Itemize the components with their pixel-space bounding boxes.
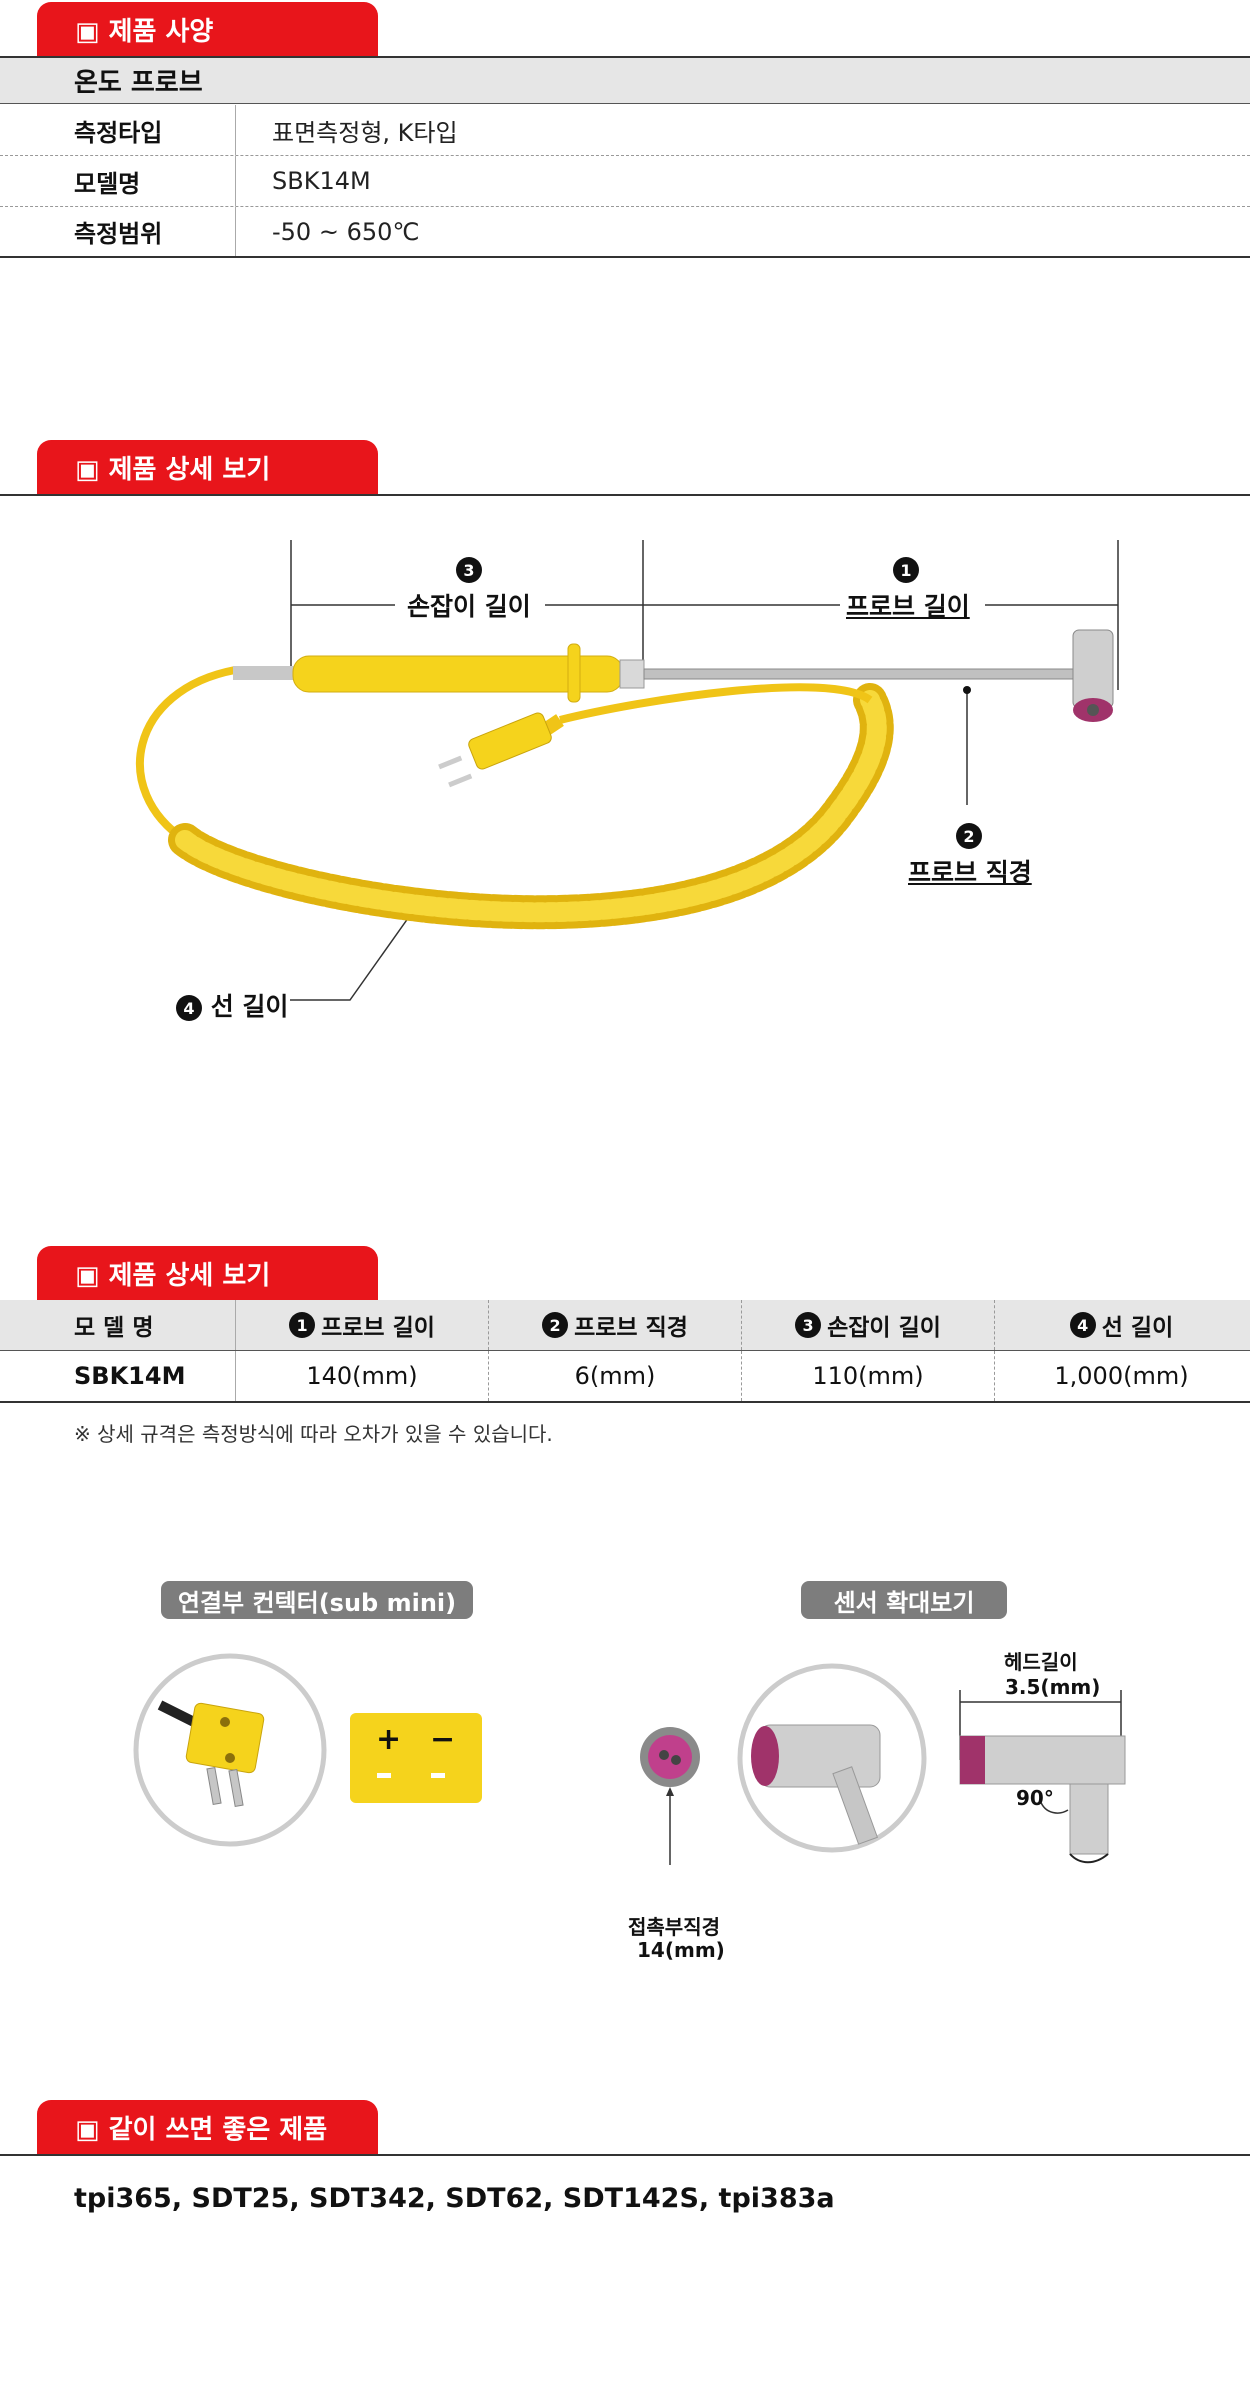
cell-handle-length: 110(mm)	[742, 1351, 995, 1401]
num-badge: 2	[542, 1312, 569, 1338]
num-badge: 3	[795, 1312, 822, 1338]
head-length-label: 헤드길이	[1004, 1650, 1078, 1674]
header-text: 프로브 직경	[574, 1315, 688, 1341]
detail-table-row: SBK14M 140(mm) 6(mm) 110(mm) 1,000(mm)	[0, 1351, 1250, 1403]
probe-length-label: 프로브 길이	[846, 592, 970, 621]
detail-section-tab: ▣ 제품 상세 보기	[37, 440, 378, 494]
coiled-cable	[136, 666, 894, 930]
spec-row-type: 측정타입 표면측정형, K타입	[0, 105, 1250, 156]
spec-section-line	[0, 56, 1250, 58]
plus-sign: +	[376, 1722, 402, 1757]
sensor-title: 센서 확대보기	[801, 1581, 1007, 1619]
header-text: 선 길이	[1101, 1315, 1174, 1341]
spec-section-tab: ▣ 제품 사양	[37, 2, 378, 56]
mini-connector	[438, 712, 564, 788]
spec-row-model: 모델명 SBK14M	[0, 156, 1250, 207]
header-text: 손잡이 길이	[827, 1315, 941, 1341]
connector-title: 연결부 컨텍터(sub mini)	[161, 1581, 473, 1619]
spec-key: 모델명	[0, 156, 236, 206]
num-badge: 1	[289, 1312, 316, 1338]
probe-diameter-label: 프로브 직경	[908, 858, 1032, 887]
angle-label: 90°	[1016, 1786, 1054, 1810]
spec-value: -50 ~ 650℃	[272, 217, 420, 246]
num-badge: 4	[1069, 1312, 1096, 1338]
connector-illustration	[133, 1653, 482, 1847]
handle-length-badge: 3	[456, 557, 482, 583]
spec-row-range: 측정범위 -50 ~ 650℃	[0, 207, 1250, 258]
spec-value: 표면측정형, K타입	[272, 118, 458, 147]
sensor-illustration	[640, 1663, 1126, 1865]
related-products: tpi365, SDT25, SDT342, SDT62, SDT142S, t…	[74, 2183, 835, 2214]
spec-key: 측정범위	[0, 207, 236, 256]
cable-length-badge: 4	[176, 995, 202, 1021]
cell-probe-length: 140(mm)	[236, 1351, 489, 1401]
header-model: 모 델 명	[0, 1300, 236, 1350]
probe-rod	[643, 629, 1114, 722]
contact-diameter-value: 14(mm)	[637, 1938, 725, 1962]
spec-key: 측정타입	[0, 105, 236, 155]
minus-sign: −	[430, 1722, 456, 1757]
probe-diameter-badge: 2	[956, 823, 982, 849]
cell-model: SBK14M	[0, 1351, 236, 1401]
dimension-lines	[290, 540, 1119, 1001]
cable-length-label-group: 4 선 길이	[176, 987, 288, 1023]
contact-diameter-label: 접촉부직경	[628, 1915, 720, 1939]
detail-table-section-tab: ▣ 제품 상세 보기	[37, 1246, 378, 1300]
cell-cable-length: 1,000(mm)	[1054, 1362, 1189, 1390]
handle-length-label: 손잡이 길이	[407, 592, 531, 621]
probe-diagram	[136, 540, 1119, 1001]
spec-value: SBK14M	[272, 167, 371, 195]
header-text: 프로브 길이	[321, 1315, 435, 1341]
head-length-value: 3.5(mm)	[1005, 1675, 1101, 1699]
spec-note: ※ 상세 규격은 측정방식에 따라 오차가 있을 수 있습니다.	[74, 1422, 553, 1446]
together-section-line	[0, 2154, 1250, 2156]
cable-length-label: 선 길이	[210, 992, 289, 1021]
spec-product-name: 온도 프로브	[0, 58, 1250, 104]
together-section-tab: ▣ 같이 쓰면 좋은 제품	[37, 2100, 378, 2154]
detail-section-line	[0, 494, 1250, 496]
probe-length-badge: 1	[893, 557, 919, 583]
cell-probe-diameter: 6(mm)	[489, 1351, 742, 1401]
probe-handle	[233, 643, 645, 703]
